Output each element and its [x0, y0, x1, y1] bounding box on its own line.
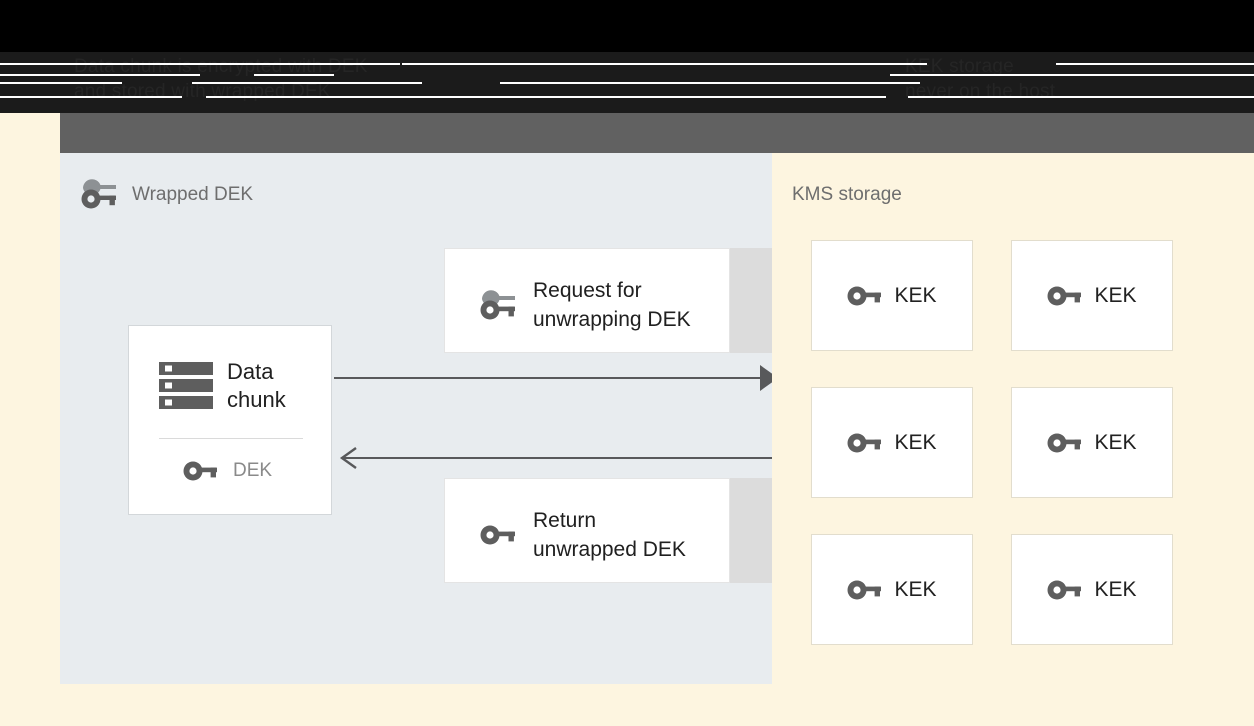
card-divider — [159, 438, 303, 439]
return-arrow-head-icon — [338, 446, 358, 470]
dek-label: DEK — [233, 460, 273, 481]
kek-tile[interactable]: KEK — [811, 387, 973, 498]
return-card-shadow — [730, 478, 772, 583]
wrapped-key-icon — [80, 179, 118, 209]
key-icon — [1047, 579, 1082, 601]
kek-label: KEK — [894, 283, 937, 307]
scanline-artifact — [1056, 63, 1254, 65]
kek-label: KEK — [1094, 577, 1137, 601]
return-arrow-line — [344, 457, 772, 459]
key-icon — [847, 432, 882, 454]
data-chunk-row: Data chunk — [159, 358, 286, 414]
scanline-artifact — [500, 82, 920, 84]
scanline-artifact — [402, 63, 927, 65]
kek-grid: KEK KEK KEK — [811, 240, 1173, 645]
return-card-inner: Return unwrapped DEK — [479, 506, 686, 564]
kek-tile[interactable]: KEK — [1011, 534, 1173, 645]
request-arrow-head-icon — [760, 365, 772, 391]
request-arrow-line — [334, 377, 772, 379]
kek-label: KEK — [894, 577, 937, 601]
kek-tile[interactable]: KEK — [811, 534, 973, 645]
key-icon — [479, 521, 517, 549]
header-caption-band: Data chunk is encrypted with DEK and sto… — [0, 52, 1254, 113]
host-panel: Wrapped DEK Data chunk — [60, 153, 772, 684]
database-chunk-icon — [159, 361, 213, 411]
mid-gray-bar — [0, 113, 1254, 153]
kek-tile[interactable]: KEK — [811, 240, 973, 351]
kek-tile[interactable]: KEK — [1011, 387, 1173, 498]
kms-panel-title: KMS storage — [792, 184, 902, 205]
data-chunk-card[interactable]: Data chunk DEK — [128, 325, 332, 515]
return-message-card[interactable]: Return unwrapped DEK — [444, 478, 730, 583]
host-panel-title: Wrapped DEK — [132, 184, 254, 205]
wrapped-key-icon — [479, 289, 517, 321]
dek-row: DEK — [183, 460, 272, 482]
data-chunk-label: Data chunk — [227, 359, 286, 412]
gray-bar-left-notch — [0, 113, 60, 153]
key-icon — [847, 579, 882, 601]
request-message-card[interactable]: Request for unwrapping DEK — [444, 248, 730, 353]
return-card-label: Return unwrapped DEK — [533, 509, 686, 561]
kek-tile[interactable]: KEK — [1011, 240, 1173, 351]
request-card-label: Request for unwrapping DEK — [533, 279, 691, 331]
kek-label: KEK — [1094, 283, 1137, 307]
header-black-band — [0, 0, 1254, 52]
key-icon — [1047, 285, 1082, 307]
key-icon — [1047, 432, 1082, 454]
request-card-shadow — [730, 248, 772, 353]
request-card-inner: Request for unwrapping DEK — [479, 276, 691, 334]
header-left-caption: Data chunk is encrypted with DEK and sto… — [74, 56, 368, 102]
key-icon — [847, 285, 882, 307]
kek-label: KEK — [1094, 430, 1137, 454]
kek-label: KEK — [894, 430, 937, 454]
key-icon — [183, 460, 217, 482]
header-right-caption: KEK storage never on the host — [905, 56, 1056, 102]
